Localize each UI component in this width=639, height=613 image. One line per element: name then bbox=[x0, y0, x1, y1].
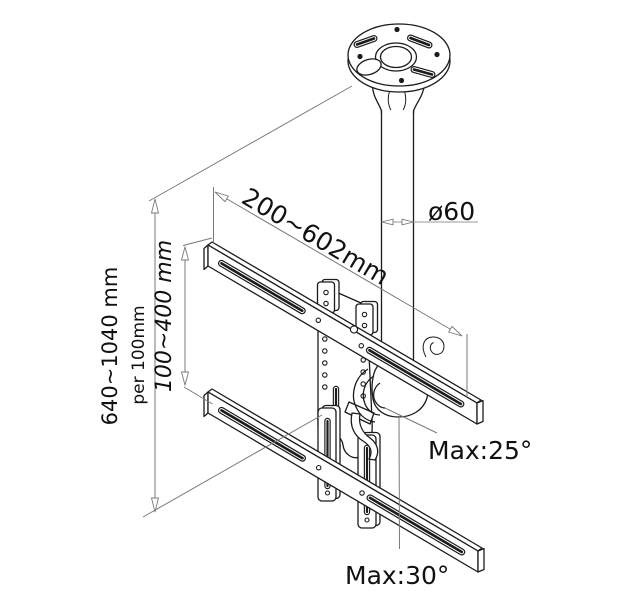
bottom-rail bbox=[203, 388, 485, 573]
label-swivel-max: Max:30° bbox=[345, 561, 449, 590]
label-vesa-height: 100~400 mm bbox=[152, 240, 177, 392]
safety-hook bbox=[422, 336, 445, 358]
thumb-screw bbox=[349, 325, 359, 334]
bolt-hole bbox=[394, 26, 400, 33]
bolt-hole bbox=[357, 53, 363, 60]
plate-slot bbox=[410, 66, 436, 78]
plate-oval-slot bbox=[356, 58, 382, 76]
rail-slot bbox=[218, 406, 306, 462]
ceiling-plate bbox=[347, 23, 451, 93]
rail-slot bbox=[218, 259, 306, 315]
dimension-lines bbox=[142, 85, 478, 550]
plate-slot bbox=[407, 34, 433, 49]
tilt-arm bbox=[350, 412, 379, 461]
bolt-hole bbox=[398, 77, 405, 84]
top-rail bbox=[203, 241, 484, 425]
mounting-pole bbox=[380, 110, 415, 370]
rail-slot bbox=[366, 494, 466, 556]
label-tilt-max: Max:25° bbox=[428, 436, 532, 465]
label-drop-step: per 100mm bbox=[129, 305, 149, 404]
upper-rail-clip-left bbox=[316, 278, 340, 314]
label-drop-height: 640~1040 mm bbox=[98, 267, 122, 426]
rail-slot bbox=[365, 346, 465, 408]
label-pole-diameter: ø60 bbox=[428, 197, 475, 226]
plate-slot bbox=[353, 35, 378, 48]
tilt-joint-elbow bbox=[344, 368, 386, 461]
upper-rail-clip-right bbox=[355, 300, 379, 336]
bolt-hole bbox=[434, 51, 440, 58]
